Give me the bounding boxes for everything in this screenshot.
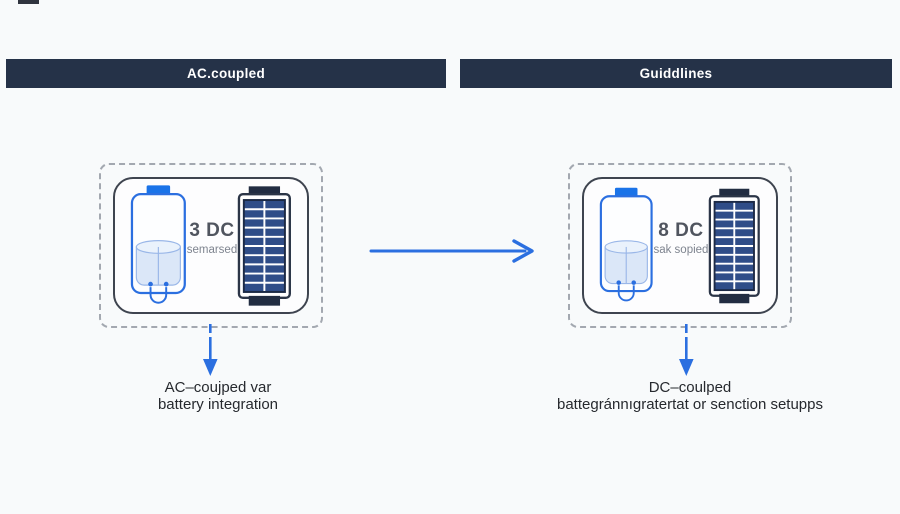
panel-dc-subvalue: sak sopied [653, 243, 709, 256]
panel-ac-subvalue: semarsed [186, 243, 238, 256]
panel-dc-value: 8 DC [658, 220, 704, 242]
panel-dc-value-block: 8 DC sak sopied [653, 220, 709, 256]
solar-panel-icon [238, 185, 292, 306]
arrow-right-icon [369, 239, 534, 263]
panel-ac-coupled: 3 DC semarsed [99, 163, 323, 328]
arrow-down-icon [679, 324, 694, 376]
panel-ac-value-block: 3 DC semarsed [186, 220, 238, 256]
header-right-label: Guiddlines [639, 66, 713, 81]
header-left: AC.coupled [6, 59, 446, 88]
caption-dc-line2: battegránnıgratertat or senction setupps [556, 396, 823, 413]
header-right: Guiddlines [460, 59, 892, 88]
panel-ac-value: 3 DC [189, 220, 235, 242]
battery-icon [130, 184, 186, 304]
caption-ac-line1: AC–coujped var [164, 379, 272, 396]
arrow-down-icon [203, 324, 218, 376]
caption-ac-coupled: AC–coujped var battery integration [98, 379, 338, 413]
top-left-mark [18, 0, 39, 4]
header-left-label: AC.coupled [186, 66, 265, 81]
panel-dc-coupled-inner: 8 DC sak sopied [582, 177, 778, 314]
panel-dc-coupled: 8 DC sak sopied [568, 163, 792, 328]
solar-panel-icon [709, 188, 761, 303]
caption-dc-coupled: DC–coulped battegránnıgratertat or senct… [545, 379, 835, 413]
battery-icon [599, 187, 653, 301]
panel-ac-coupled-inner: 3 DC semarsed [113, 177, 309, 314]
caption-ac-line2: battery integration [157, 396, 279, 413]
caption-dc-line1: DC–coulped [648, 379, 732, 396]
